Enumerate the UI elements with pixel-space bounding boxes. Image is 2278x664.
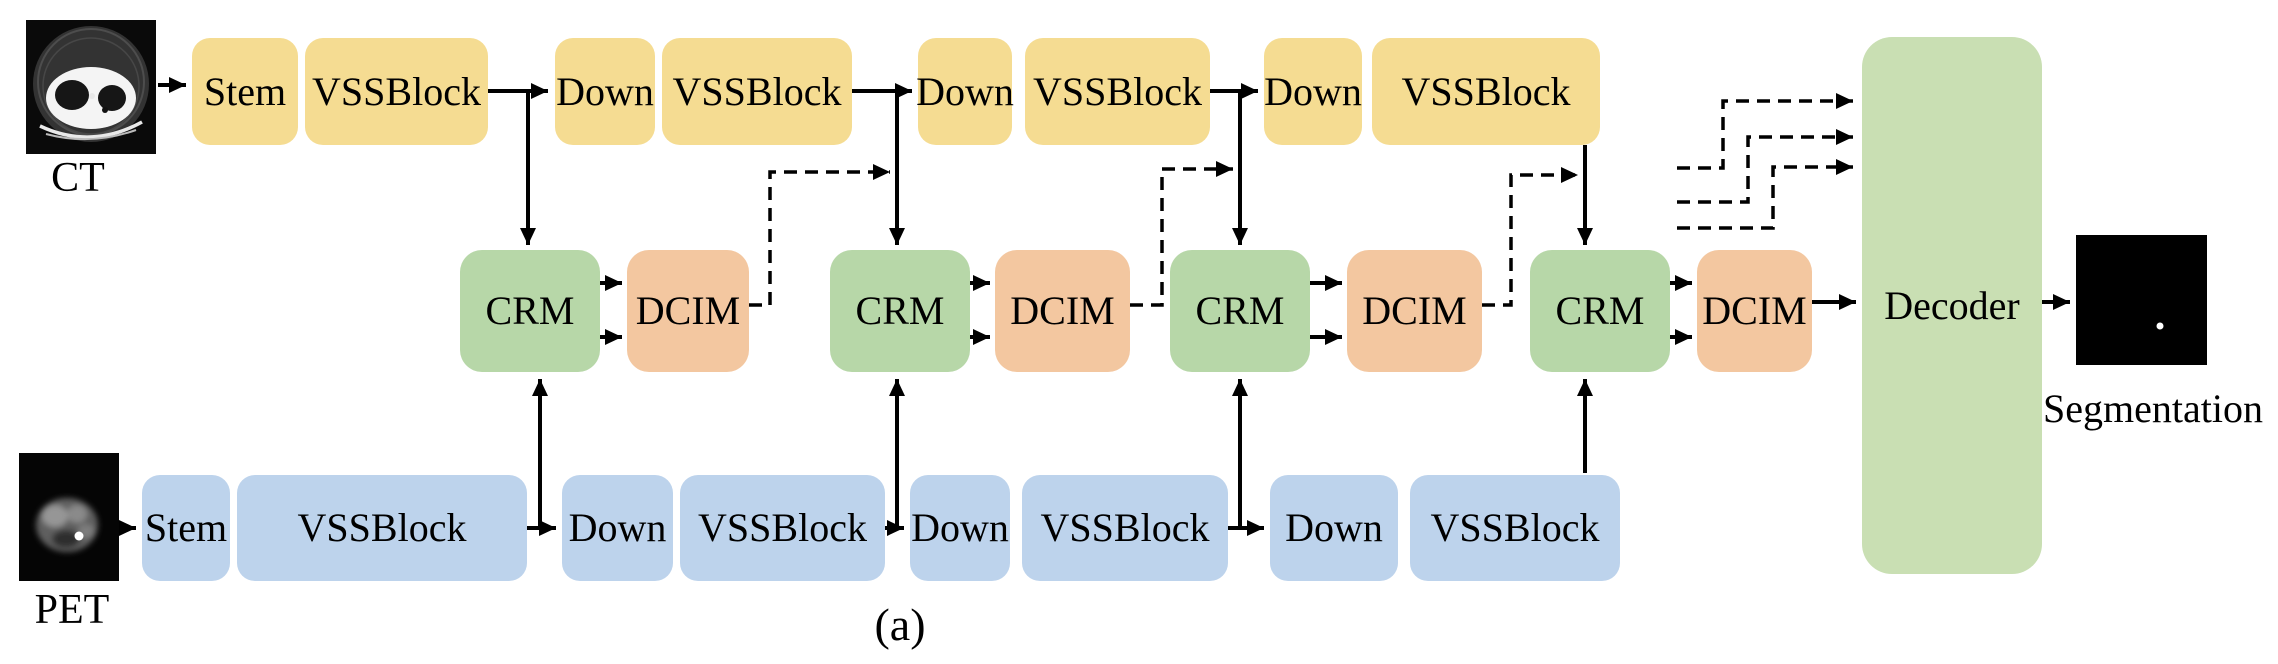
pet-input-image (19, 453, 119, 581)
solid-arrows (119, 77, 2070, 536)
ct-vssblock-1: VSSBlock (305, 38, 488, 145)
pet-vssblock-4: VSSBlock (1410, 475, 1620, 581)
ct-input-image (26, 20, 156, 154)
pet-vssblock-3: VSSBlock (1022, 475, 1228, 581)
crm-4: CRM (1530, 250, 1670, 372)
segmentation-image (2076, 235, 2207, 365)
dashed-skip1-to-decoder (1677, 93, 1853, 170)
dashed-skip-connections (749, 93, 1853, 307)
dcim-2: DCIM (995, 250, 1130, 372)
ct-stem-block: Stem (192, 38, 298, 145)
ct-down-2: Down (916, 38, 1014, 145)
ct-down-1: Down (555, 38, 655, 145)
decoder-block: Decoder (1862, 37, 2042, 574)
ct-vssblock-2: VSSBlock (662, 38, 852, 145)
segmentation-label: Segmentation (2043, 386, 2263, 431)
dashed-dcim1-to-stage2 (749, 164, 890, 307)
ct-vssblock-4: VSSBlock (1372, 38, 1600, 145)
dcim-1: DCIM (627, 250, 749, 372)
pet-vssblock-1: VSSBlock (237, 475, 527, 581)
pet-vssblock-2: VSSBlock (680, 475, 885, 581)
pet-down-3: Down (1270, 475, 1398, 581)
dcim-4: DCIM (1697, 250, 1812, 372)
pet-stem-block: Stem (142, 475, 230, 581)
dashed-skip3-to-decoder (1677, 159, 1853, 230)
pet-label: PET (34, 587, 110, 633)
crm-2: CRM (830, 250, 970, 372)
ct-label: CT (51, 155, 105, 201)
crm-3: CRM (1170, 250, 1310, 372)
dcim-3: DCIM (1347, 250, 1482, 372)
figure-caption: (a) (874, 599, 926, 650)
pet-down-2: Down (910, 475, 1010, 581)
pet-down-1: Down (562, 475, 673, 581)
ct-down-3: Down (1264, 38, 1362, 145)
ct-vssblock-3: VSSBlock (1025, 38, 1210, 145)
dashed-dcim3-to-stage4 (1482, 167, 1578, 307)
crm-1: CRM (460, 250, 600, 372)
